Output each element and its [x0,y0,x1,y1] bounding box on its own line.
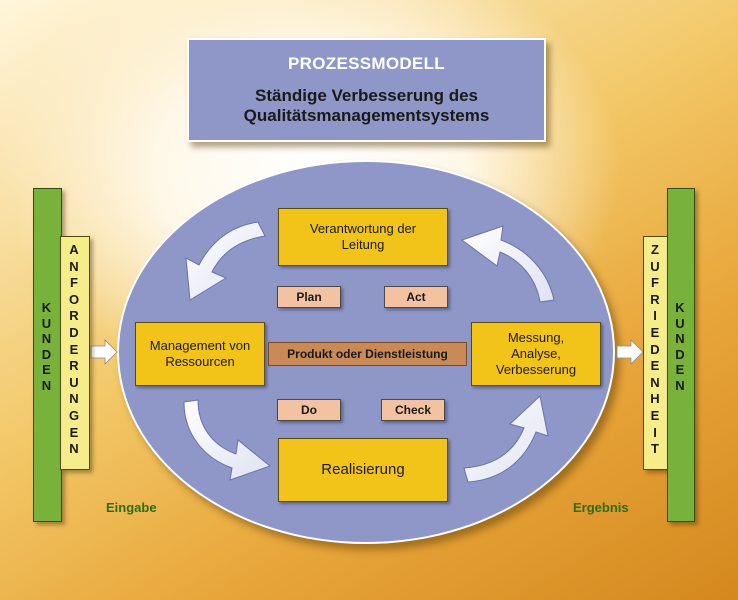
box-ressourcen-label: Management von Ressourcen [149,338,251,369]
vertical-letter: D [650,341,660,357]
box-management-von-ressourcen: Management von Ressourcen [135,322,265,386]
box-realisierung: Realisierung [278,438,448,502]
center-product-label: Produkt oder Dienstleistung [268,342,467,366]
vertical-letter: H [650,391,660,407]
title-subtitle: Ständige Verbesserung des Qualitätsmanag… [189,86,544,126]
vertical-letter: T [651,441,659,457]
vertical-letter: N [41,331,52,346]
vertical-letter: E [650,324,660,340]
vertical-letter: Z [651,242,659,257]
tag-act-label: Act [406,290,426,304]
label-eingabe: Eingabe [106,500,157,515]
title-main: PROZESSMODELL [288,54,445,73]
vertical-letter: U [675,315,685,331]
vertical-letter: K [41,300,52,315]
tag-do: Do [277,399,341,421]
vertical-letter: I [653,424,657,440]
cycle-arrow-top-left [185,221,266,301]
vertical-letter: F [70,275,78,291]
vertical-letter: O [68,291,80,307]
center-product-text: Produkt oder Dienstleistung [287,347,448,361]
vertical-letter: N [69,258,79,274]
box-messung-analyse-verbesserung: Messung, Analyse, Verbesserung [471,322,601,386]
vertical-letter: K [675,300,685,315]
tag-plan-label: Plan [296,290,322,304]
vertical-letter: R [650,291,660,307]
vertical-letter: I [653,308,657,324]
vertical-letter: N [650,374,660,390]
box-realisierung-label: Realisierung [321,461,405,478]
vertical-letter: E [675,362,685,377]
vertical-letter: U [41,315,52,331]
box-messung-label: Messung, Analyse, Verbesserung [495,330,577,377]
tag-check-label: Check [394,403,432,417]
vertical-letter: U [69,374,79,390]
title-box: PROZESSMODELL Ständige Verbesserung des … [187,38,546,142]
label-ergebnis: Ergebnis [573,500,629,515]
tag-plan: Plan [277,286,341,308]
left-anforderungen-bar [60,236,90,470]
box-leitung-label: Verantwortung der Leitung [309,221,417,252]
vertical-letter: R [69,358,79,374]
vertical-letter: N [69,391,79,407]
left-kunden-bar [33,188,62,522]
output-arrow [616,339,644,365]
tag-do-label: Do [301,403,317,417]
title-subtitle-line1: Ständige Verbesserung des [255,86,478,105]
vertical-letter: N [41,377,52,393]
vertical-letter: E [650,407,660,423]
vertical-letter: N [675,377,685,393]
cycle-arrow-top-right [460,225,555,303]
cycle-arrow-bottom-left [183,399,272,481]
input-arrow [90,339,118,365]
vertical-letter: E [69,341,79,357]
right-kunden-bar [667,188,695,522]
vertical-letter: D [675,346,685,362]
box-verantwortung-der-leitung: Verantwortung der Leitung [278,208,448,266]
vertical-letter: D [69,324,79,340]
cycle-arrow-bottom-right [463,395,549,483]
tag-check: Check [381,399,445,421]
vertical-letter: D [41,346,52,362]
title-subtitle-line2: Qualitätsmanagementsystems [243,106,490,125]
vertical-letter: U [650,258,660,274]
vertical-letter: G [68,407,80,423]
vertical-letter: N [69,441,79,457]
vertical-letter: R [69,308,79,324]
vertical-letter: E [650,358,660,374]
tag-act: Act [384,286,448,308]
vertical-letter: E [69,424,79,440]
vertical-letter: N [675,331,685,346]
vertical-letter: F [651,275,659,291]
vertical-letter: E [42,362,51,377]
vertical-letter: A [69,242,79,257]
